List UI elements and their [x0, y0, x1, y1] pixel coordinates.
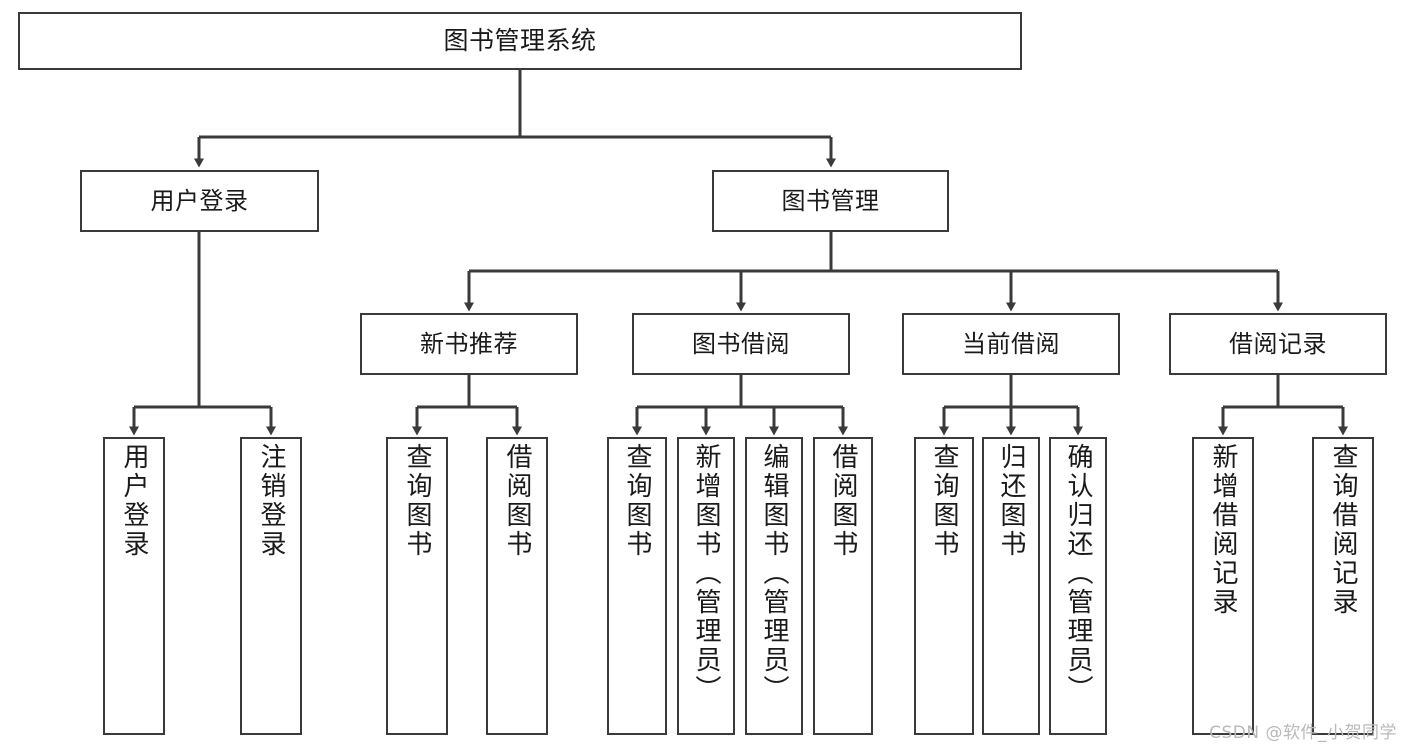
node-borrow-record[interactable]: 借阅记录 [1169, 313, 1387, 375]
leaf-book-borrow-add[interactable]: 新增图书（管理员） [677, 437, 735, 735]
node-label: 当前借阅 [962, 329, 1060, 358]
node-label: 用户登录 [119, 443, 149, 559]
node-current-borrow[interactable]: 当前借阅 [902, 313, 1120, 375]
node-label: 查询图书 [929, 443, 959, 559]
node-label: 新增借阅记录 [1208, 443, 1238, 617]
node-label: 查询图书 [402, 443, 432, 559]
node-book-management[interactable]: 图书管理 [712, 170, 949, 232]
node-root-book-management-system[interactable]: 图书管理系统 [18, 12, 1022, 70]
node-label: 图书借阅 [692, 329, 790, 358]
leaf-current-borrow-query[interactable]: 查询图书 [914, 437, 974, 735]
node-label: 新书推荐 [420, 329, 518, 358]
node-user-login[interactable]: 用户登录 [80, 170, 319, 232]
node-label: 注销登录 [256, 443, 286, 559]
leaf-new-book-borrow[interactable]: 借阅图书 [486, 437, 548, 735]
leaf-user-logout[interactable]: 注销登录 [240, 437, 302, 735]
watermark: CSDN @软件_小贺同学 [1209, 723, 1397, 743]
node-label: 图书管理 [781, 186, 880, 215]
leaf-borrow-record-add[interactable]: 新增借阅记录 [1192, 437, 1254, 735]
node-book-borrow[interactable]: 图书借阅 [632, 313, 850, 375]
node-label: 归还图书 [996, 443, 1026, 559]
node-label: 查询借阅记录 [1328, 443, 1358, 617]
node-label: 用户登录 [150, 186, 249, 215]
leaf-current-borrow-confirm-return[interactable]: 确认归还（管理员） [1049, 437, 1107, 735]
node-label: 图书管理系统 [443, 26, 597, 55]
leaf-user-login[interactable]: 用户登录 [103, 437, 165, 735]
node-label: 借阅图书 [502, 443, 532, 559]
leaf-book-borrow-edit[interactable]: 编辑图书（管理员） [745, 437, 803, 735]
node-label: 借阅记录 [1229, 329, 1327, 358]
node-label: 新增图书（管理员） [691, 443, 721, 704]
node-label: 查询图书 [622, 443, 652, 559]
leaf-book-borrow-borrow[interactable]: 借阅图书 [813, 437, 873, 735]
node-label: 确认归还（管理员） [1063, 443, 1093, 704]
leaf-current-borrow-return[interactable]: 归还图书 [982, 437, 1040, 735]
node-label: 编辑图书（管理员） [759, 443, 789, 704]
node-label: 借阅图书 [828, 443, 858, 559]
leaf-borrow-record-query[interactable]: 查询借阅记录 [1312, 437, 1374, 735]
leaf-book-borrow-query[interactable]: 查询图书 [607, 437, 667, 735]
node-new-book-recommend[interactable]: 新书推荐 [360, 313, 578, 375]
leaf-new-book-query[interactable]: 查询图书 [386, 437, 448, 735]
